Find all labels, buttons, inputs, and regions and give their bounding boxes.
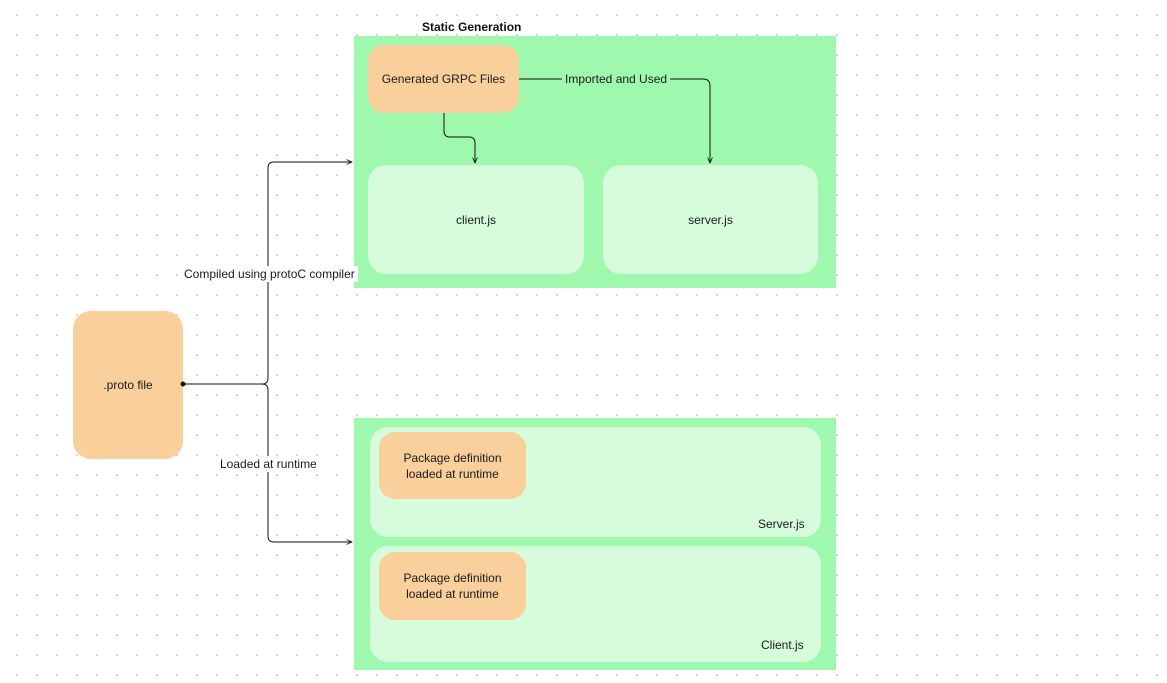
generated-grpc-files-node[interactable]: Generated GRPC Files xyxy=(368,45,519,113)
proto-to-split-line xyxy=(183,377,269,385)
imported-and-used-label: Imported and Used xyxy=(562,71,671,87)
compiled-label: Compiled using protoC compiler xyxy=(181,266,358,282)
client-js-node[interactable]: client.js xyxy=(368,165,584,274)
server-js-node[interactable]: server.js xyxy=(603,165,818,274)
client-js-panel-label: Client.js xyxy=(761,638,804,652)
proto-file-node[interactable]: .proto file xyxy=(73,311,183,459)
server-js-panel-label: Server.js xyxy=(758,517,805,531)
static-generation-title: Static Generation xyxy=(422,20,522,34)
client-package-definition-node[interactable]: Package definition loaded at runtime xyxy=(379,552,526,620)
server-package-definition-node[interactable]: Package definition loaded at runtime xyxy=(379,432,526,499)
loaded-at-runtime-label: Loaded at runtime xyxy=(217,456,320,472)
